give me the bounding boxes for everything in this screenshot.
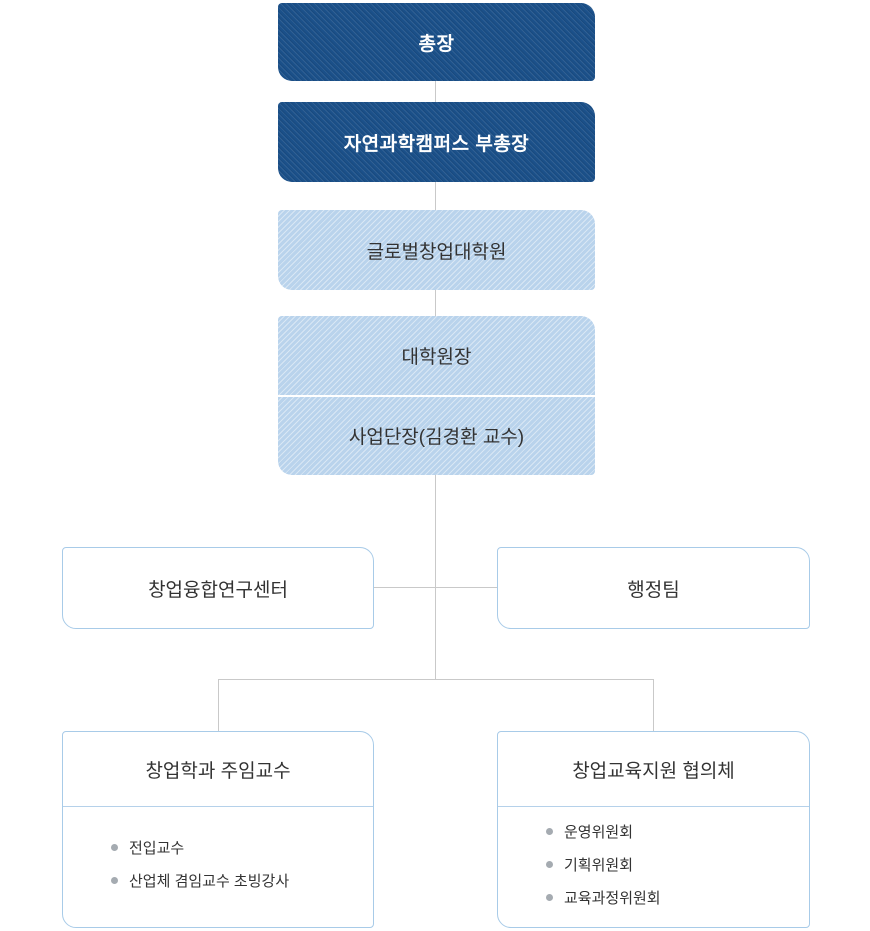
connector-branch-right — [653, 679, 654, 731]
box-director-label: 사업단장(김경환 교수) — [348, 427, 525, 449]
list-item: 운영위원회 — [546, 821, 799, 842]
box-dean-label: 대학원장 — [401, 346, 472, 368]
bullet-icon — [546, 827, 553, 835]
box-research-center: 창업융합연구센터 — [62, 547, 374, 629]
box-vice-president-label: 자연과학캠퍼스 부총장 — [343, 133, 530, 155]
connector-line-l1-l2 — [435, 81, 436, 102]
box-department-professor-title: 창업학과 주임교수 — [63, 732, 373, 807]
education-council-list: 운영위원회 기획위원회 교육과정위원회 — [498, 807, 809, 927]
bullet-icon — [111, 877, 118, 884]
list-item: 산업체 겸임교수 초빙강사 — [111, 870, 363, 891]
box-graduate-school: 글로벌창업대학원 — [278, 210, 595, 290]
department-professor-list: 전입교수 산업체 겸임교수 초빙강사 — [63, 807, 373, 927]
bullet-icon — [546, 860, 553, 868]
list-item-label: 기획위원회 — [564, 856, 634, 874]
connector-line-l2-l3 — [435, 182, 436, 210]
connector-branch-left — [218, 679, 219, 731]
list-item-label: 전입교수 — [129, 840, 185, 857]
box-department-professor: 창업학과 주임교수 전입교수 산업체 겸임교수 초빙강사 — [62, 731, 374, 928]
connector-line-l3-l4 — [435, 290, 436, 316]
box-research-center-label: 창업융합연구센터 — [148, 579, 288, 601]
box-graduate-school-label: 글로벌창업대학원 — [366, 241, 507, 263]
list-item: 전입교수 — [111, 837, 363, 858]
list-item-label: 운영위원회 — [564, 823, 634, 841]
connector-stub-left — [374, 587, 436, 588]
connector-branch-horizontal — [218, 679, 654, 680]
connector-stub-right — [436, 587, 497, 588]
box-admin-team: 행정팀 — [497, 547, 810, 629]
list-item-label: 교육과정위원회 — [564, 889, 661, 907]
box-president-label: 총장 — [418, 33, 455, 55]
box-education-council: 창업교육지원 협의체 운영위원회 기획위원회 교육과정위원회 — [497, 731, 810, 928]
box-president: 총장 — [278, 3, 595, 81]
box-education-council-title: 창업교육지원 협의체 — [498, 732, 809, 807]
box-admin-team-label: 행정팀 — [627, 579, 680, 601]
bullet-icon — [111, 844, 118, 851]
box-vice-president: 자연과학캠퍼스 부총장 — [278, 102, 595, 182]
box-director-row: 사업단장(김경환 교수) — [278, 397, 595, 476]
connector-line-trunk — [435, 475, 436, 679]
box-dean-row: 대학원장 — [278, 316, 595, 397]
list-item: 기획위원회 — [546, 854, 799, 875]
bullet-icon — [546, 893, 553, 901]
box-dean-director: 대학원장 사업단장(김경환 교수) — [278, 316, 595, 475]
list-item: 교육과정위원회 — [546, 887, 799, 908]
list-item-label: 산업체 겸임교수 초빙강사 — [129, 873, 290, 890]
